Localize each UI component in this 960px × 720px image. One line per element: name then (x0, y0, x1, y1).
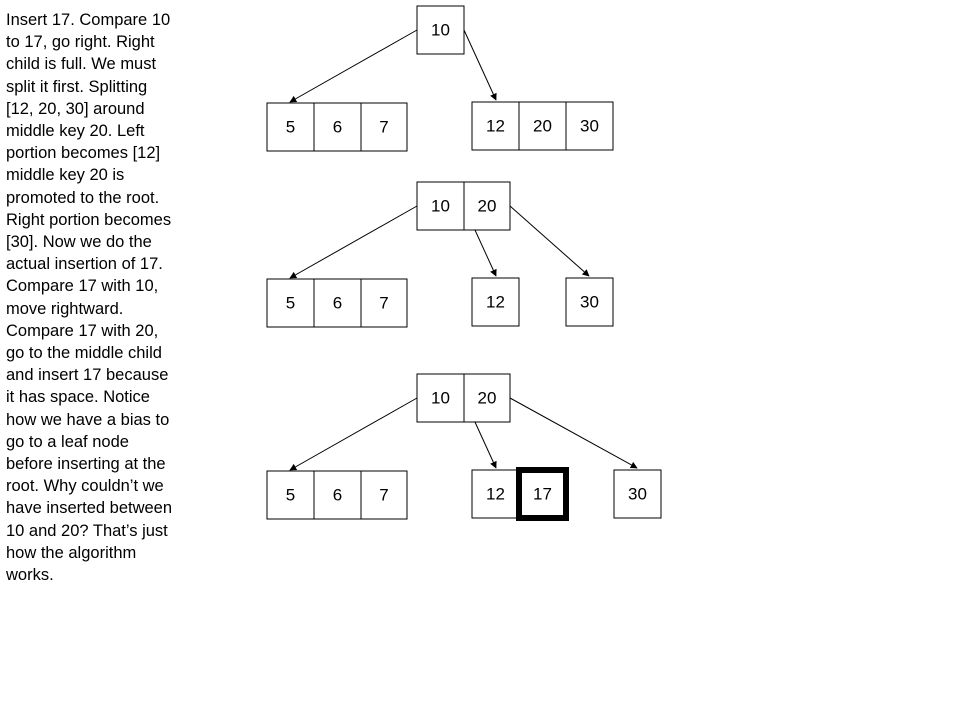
inserted-key-highlight (516, 467, 569, 521)
key-cell (360, 278, 408, 328)
stage-3: 10 20 5 6 7 12 17 30 (266, 373, 662, 521)
key-cell (266, 278, 315, 328)
edge-root-to-right-child (509, 205, 590, 277)
edge-root-to-left-child (289, 397, 418, 471)
edge-root-to-right-child (509, 397, 638, 469)
key-cell (518, 101, 567, 151)
leaf-node: 5 6 7 (266, 278, 408, 328)
key-cell (313, 102, 362, 152)
key-label: 30 (580, 293, 599, 312)
key-cell (313, 278, 362, 328)
key-label: 20 (478, 197, 497, 216)
key-cell (471, 469, 520, 519)
key-label: 5 (286, 294, 295, 313)
key-cell (613, 469, 662, 519)
leaf-node: 30 (613, 469, 662, 519)
key-cell (565, 101, 614, 151)
leaf-node: 5 6 7 (266, 102, 408, 152)
leaf-node: 12 (471, 277, 520, 327)
key-label: 5 (286, 118, 295, 137)
key-cell (416, 181, 465, 231)
key-label: 10 (431, 389, 450, 408)
key-cell (416, 5, 465, 55)
key-label: 6 (333, 294, 342, 313)
key-cell (471, 277, 520, 327)
leaf-node: 5 6 7 (266, 470, 408, 520)
key-label: 6 (333, 118, 342, 137)
key-label: 10 (431, 21, 450, 40)
key-label: 20 (478, 389, 497, 408)
key-label: 10 (431, 197, 450, 216)
key-cell (565, 277, 614, 327)
key-label: 20 (533, 117, 552, 136)
key-label: 6 (333, 486, 342, 505)
stage-2: 10 20 5 6 7 12 30 (266, 181, 614, 328)
inserted-key-label: 17 (533, 485, 552, 504)
root-node: 10 (416, 5, 465, 55)
stage-1: 10 5 6 7 12 20 30 (266, 5, 614, 152)
key-label: 30 (580, 117, 599, 136)
edge-root-to-left-child (289, 205, 418, 279)
key-cell (463, 373, 511, 423)
key-label: 7 (379, 118, 388, 137)
leaf-node: 12 20 30 (471, 101, 614, 151)
key-label: 7 (379, 486, 388, 505)
key-cell (266, 470, 315, 520)
key-label: 12 (486, 117, 505, 136)
key-label: 12 (486, 485, 505, 504)
key-label: 5 (286, 486, 295, 505)
root-node: 10 20 (416, 181, 511, 231)
key-cell (360, 102, 408, 152)
leaf-node: 12 17 (471, 467, 569, 521)
key-label: 12 (486, 293, 505, 312)
key-cell (463, 181, 511, 231)
explanation-text: Insert 17. Compare 10 to 17, go right. R… (6, 11, 173, 585)
key-label: 30 (628, 485, 647, 504)
key-cell (360, 470, 408, 520)
edge-root-to-left-child (289, 29, 418, 103)
key-cell (266, 102, 315, 152)
edge-root-to-right-child (463, 29, 497, 101)
leaf-node: 30 (565, 277, 614, 327)
key-label: 7 (379, 294, 388, 313)
root-node: 10 20 (416, 373, 511, 423)
